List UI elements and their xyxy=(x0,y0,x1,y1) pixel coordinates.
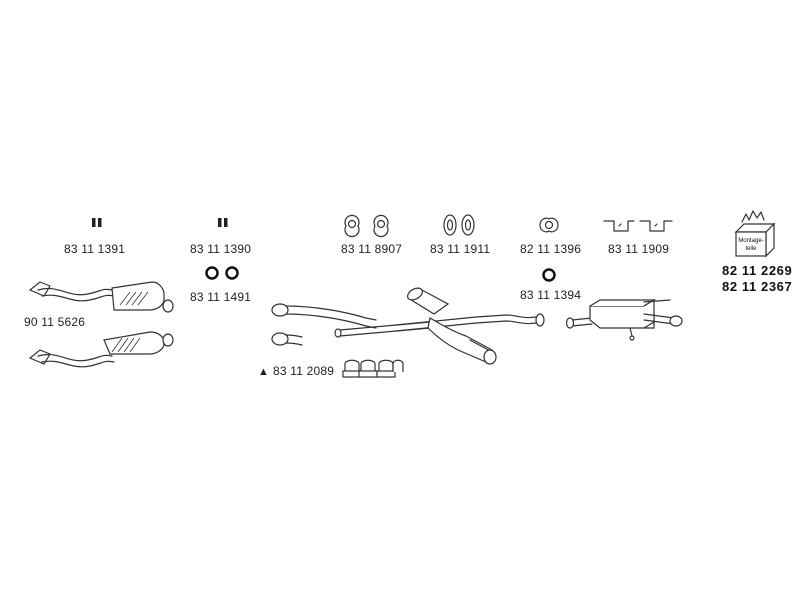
kit-box-label: Montage- xyxy=(738,238,763,244)
part-number-83-11-1911: 83 11 1911 xyxy=(430,242,491,256)
gasket-icon-1911 xyxy=(443,214,475,236)
part-number-83-11-1390: 83 11 1390 xyxy=(190,242,252,256)
part-number-83-11-8907: 83 11 8907 xyxy=(341,242,403,256)
rear-muffler xyxy=(565,298,683,341)
part-number-82-11-2269: 82 11 2269 xyxy=(722,263,793,278)
warning-triangle-icon: ▲ xyxy=(258,366,270,378)
clamp-icon-pair-1391 xyxy=(92,218,102,227)
hanger-icon-1909 xyxy=(603,220,673,232)
clamp-icon-pair-1390 xyxy=(218,218,228,227)
gasket-icon-1396 xyxy=(539,217,559,233)
mounting-kit-box-icon: Montage- teile xyxy=(734,210,776,258)
kit-box-label-2: teile xyxy=(745,246,757,252)
part-number-83-11-2089: 83 11 2089 xyxy=(273,364,335,378)
part-number-83-11-1491: 83 11 1491 xyxy=(190,290,252,304)
center-muffler-assembly xyxy=(334,287,545,365)
front-pipe-catalyst-lower xyxy=(28,331,174,368)
part-number-82-11-2367: 82 11 2367 xyxy=(722,279,793,294)
part-number-83-11-1909: 83 11 1909 xyxy=(608,242,670,256)
intermediate-pipe-upper xyxy=(271,303,377,329)
part-number-90-11-5626: 90 11 5626 xyxy=(24,315,86,329)
gasket-icon-8907 xyxy=(344,214,389,238)
intermediate-pipe-lower xyxy=(271,332,303,346)
part-number-83-11-1394: 83 11 1394 xyxy=(520,288,582,302)
front-pipe-catalyst-upper xyxy=(28,281,174,313)
part-number-82-11-1396: 82 11 1396 xyxy=(520,242,582,256)
clamp-icon-2089 xyxy=(342,359,404,378)
o-ring-icon-1394 xyxy=(542,268,556,282)
part-number-83-11-1391: 83 11 1391 xyxy=(64,242,126,256)
o-ring-icon-1491 xyxy=(205,266,239,280)
